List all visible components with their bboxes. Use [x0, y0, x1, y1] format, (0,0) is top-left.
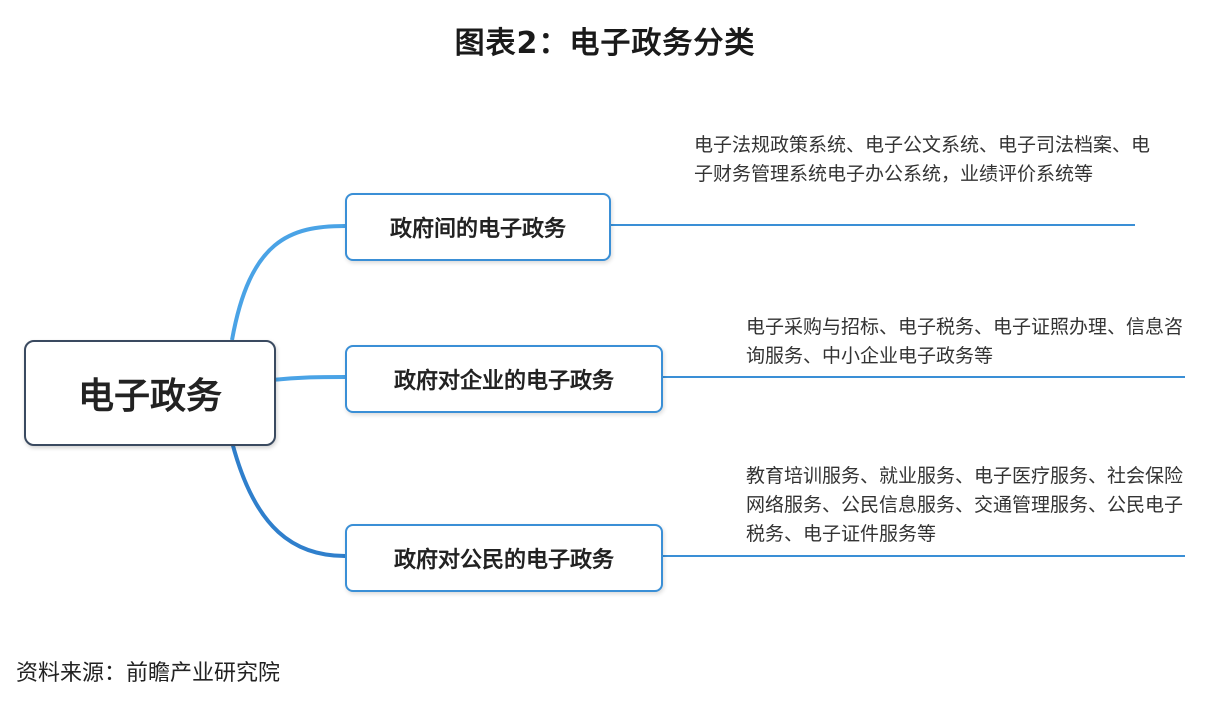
connector-root-branch-2	[271, 375, 346, 382]
branch-node-g2b: 政府对企业的电子政务	[345, 345, 663, 413]
detail-text-g2c: 教育培训服务、就业服务、电子医疗服务、社会保险网络服务、公民信息服务、交通管理服…	[746, 465, 1184, 545]
detail-text-g2g: 电子法规政策系统、电子公文系统、电子司法档案、电子财务管理系统电子办公系统，业绩…	[694, 134, 1151, 185]
source-note: 资料来源：前瞻产业研究院	[16, 661, 281, 686]
root-node: 电子政务	[24, 340, 276, 446]
branch-node-g2c: 政府对公民的电子政务	[345, 524, 663, 592]
branch-node-g2g: 政府间的电子政务	[345, 193, 611, 261]
diagram-title: 图表2：电子政务分类	[454, 26, 756, 61]
connector-root-branch-1	[230, 224, 346, 341]
connector-root-branch-3	[230, 441, 346, 558]
detail-text-g2b: 电子采购与招标、电子税务、电子证照办理、信息咨询服务、中小企业电子政务等	[746, 316, 1184, 367]
